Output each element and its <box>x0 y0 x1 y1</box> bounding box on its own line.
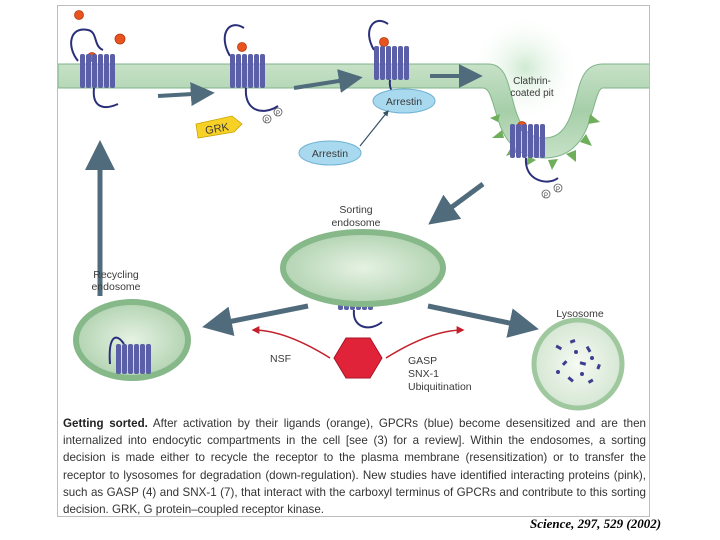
snx1-label: SNX-1 <box>408 368 439 380</box>
figure-panel: GRK P P P P Arrestin Arrestin Clathrin- … <box>57 5 650 517</box>
arrestin-free-label: Arrestin <box>312 148 348 160</box>
caption-body: After activation by their ligands (orang… <box>63 417 646 517</box>
grk-kinase: GRK <box>195 115 243 139</box>
phospho-label: P <box>265 118 269 124</box>
phosphate-groups: P P P P <box>262 107 563 199</box>
sorting-endosome <box>280 229 446 307</box>
citation: Science, 297, 529 (2002) <box>530 516 662 531</box>
arrestin-bound: Arrestin <box>372 88 436 114</box>
gasp-label: GASP <box>408 355 437 367</box>
lysosome-label: Lysosome <box>556 308 604 320</box>
arrestin-bound-label: Arrestin <box>386 96 422 108</box>
arrestin-free: Arrestin <box>298 140 362 166</box>
sorting-decision-arrows <box>251 326 465 359</box>
sorting-endosome-label-line2: endosome <box>331 217 380 229</box>
receptor-3 <box>368 20 411 101</box>
phospho-label: P <box>276 111 280 117</box>
receptor-4 <box>510 124 559 183</box>
recycling-endosome <box>73 299 191 381</box>
interacting-protein <box>333 337 383 379</box>
plasma-membrane <box>58 13 649 159</box>
phospho-label: P <box>544 193 548 199</box>
caption-lead: Getting sorted. <box>63 417 148 430</box>
receptor-2 <box>223 24 279 112</box>
nsf-label: NSF <box>270 353 291 365</box>
phospho-circle <box>553 183 563 193</box>
phospho-circle <box>541 189 551 199</box>
ligands <box>74 10 527 263</box>
phospho-circle <box>262 114 272 124</box>
phospho-circle <box>273 107 283 117</box>
ubiquitination-label: Ubiquitination <box>408 381 472 393</box>
grk-label: GRK <box>204 121 230 137</box>
trafficking-arrows <box>85 140 539 338</box>
receptor-1 <box>70 28 119 108</box>
lysosome <box>531 317 625 411</box>
recycling-endosome-label-line2: endosome <box>91 281 140 293</box>
gpcr-sorting-diagram: GRK P P P P Arrestin Arrestin Clathrin- … <box>58 10 649 411</box>
sorting-endosome-label-line1: Sorting <box>339 204 372 216</box>
figure-caption: Getting sorted. After activation by thei… <box>63 415 646 517</box>
internalization-arrows <box>157 64 483 147</box>
phospho-label: P <box>556 187 560 193</box>
recycling-endosome-label-line1: Recycling <box>93 269 139 281</box>
clathrin-label-line2: coated pit <box>510 88 554 99</box>
clathrin-coat <box>490 114 600 170</box>
clathrin-label-line1: Clathrin- <box>513 76 551 87</box>
